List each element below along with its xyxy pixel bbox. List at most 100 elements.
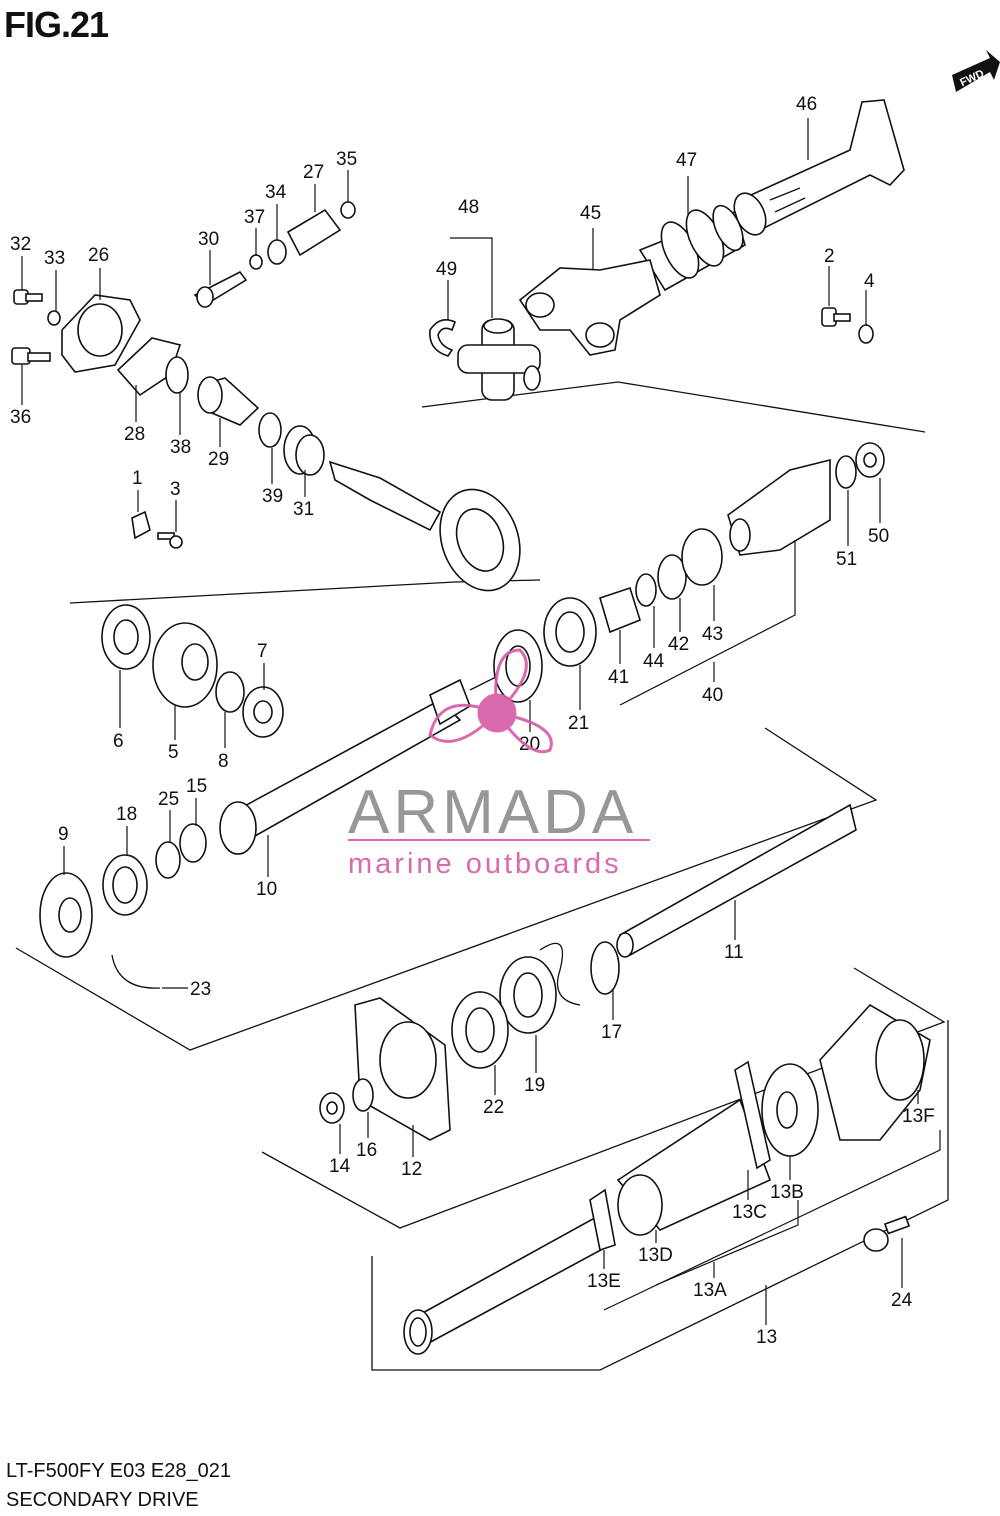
callout-34: 34 [265, 182, 287, 203]
watermark-brand: ARMADA [348, 778, 637, 847]
callout-43: 43 [702, 624, 723, 645]
callout-44: 44 [643, 651, 665, 672]
part-25-washer [155, 841, 181, 879]
callout-33: 33 [44, 248, 65, 269]
part-26-housing [61, 294, 141, 373]
section-name: SECONDARY DRIVE [6, 1489, 199, 1511]
part-13d-boot [616, 1098, 772, 1236]
callout-28: 28 [124, 424, 145, 445]
callout-12: 12 [401, 1159, 422, 1180]
part-47-boot [638, 204, 746, 292]
part-7-nut [242, 686, 284, 738]
part-27-bushing [286, 208, 342, 257]
part-12-cover [354, 997, 451, 1141]
callout-6: 6 [113, 731, 124, 752]
part-38-oil-seal [165, 356, 189, 394]
callout-1: 1 [132, 468, 143, 489]
watermark-tagline: marine outboards [348, 848, 622, 880]
part-18-bearing [102, 854, 148, 916]
callout-26: 26 [88, 245, 109, 266]
propeller-logo-icon [428, 648, 553, 754]
part-51-washer [835, 455, 857, 489]
callout-30: 30 [198, 229, 219, 250]
part-22-bearing [451, 991, 509, 1069]
callout-32: 32 [10, 234, 31, 255]
part-11-output-shaft [616, 803, 857, 958]
callout-15: 15 [186, 776, 207, 797]
callout-41: 41 [608, 667, 629, 688]
part-15-bearing [179, 823, 207, 863]
callout-10: 10 [256, 879, 277, 900]
callout-47: 47 [676, 150, 697, 171]
part-45-yoke [518, 259, 661, 356]
assembly-outline-lower [261, 967, 949, 1371]
part-30-driven-gear [193, 270, 248, 308]
callout-17: 17 [601, 1022, 622, 1043]
part-13f-flange [819, 1003, 931, 1141]
part-23-snap-ring [111, 954, 161, 989]
part-35-cap [340, 201, 356, 219]
part-50-nut [855, 442, 885, 478]
part-5-bevel-gear [152, 622, 218, 708]
part-13b-joint [761, 1063, 819, 1157]
callout-5: 5 [168, 742, 179, 763]
part-43-seal [681, 528, 723, 586]
callout-11: 11 [724, 942, 744, 963]
callout-24: 24 [891, 1290, 913, 1311]
callout-25: 25 [158, 789, 179, 810]
part-coupling-yoke [727, 458, 831, 556]
assembly-outline-middle [15, 727, 878, 1051]
part-39-washer [258, 412, 282, 448]
part-36-bolt [11, 347, 51, 365]
part-34-oring [267, 239, 287, 265]
model-code: LT-F500FY E03 E28_021 [6, 1460, 231, 1482]
pinion-shaft [328, 460, 521, 592]
callout-22: 22 [483, 1097, 504, 1118]
callout-4: 4 [864, 271, 875, 292]
callout-2: 2 [824, 246, 835, 267]
part-41-spacer [599, 586, 641, 634]
fwd-arrow-icon: FWD [952, 50, 1000, 92]
callout-13a: 13A [693, 1280, 727, 1301]
callout-31: 31 [293, 499, 314, 520]
part-13c-band [734, 1060, 771, 1170]
part-46-propeller-shaft [733, 99, 905, 236]
part-42-washer [657, 554, 687, 600]
part-49-circlip [429, 319, 457, 357]
callout-23: 23 [190, 979, 211, 1000]
callout-18: 18 [116, 804, 137, 825]
callout-51: 51 [836, 549, 857, 570]
part-29-gear [197, 376, 260, 426]
callout-labels: 46 47 45 48 49 2 4 32 33 26 36 28 38 29 … [10, 94, 941, 1348]
part-31-bearing [283, 425, 325, 476]
part-13e-band [589, 1188, 616, 1252]
part-4-washer [858, 324, 874, 344]
callout-38: 38 [170, 437, 191, 458]
part-1-clip [131, 510, 151, 540]
part-44-oring [635, 573, 657, 607]
part-32-bolt [13, 289, 43, 305]
callout-29: 29 [208, 449, 229, 470]
part-3-screw [157, 532, 183, 549]
callout-40: 40 [702, 685, 723, 706]
callout-13f: 13F [902, 1106, 935, 1127]
part-9-ring-gear [39, 872, 93, 958]
callout-13e: 13E [587, 1271, 621, 1292]
callout-49: 49 [436, 259, 457, 280]
callout-27: 27 [303, 162, 324, 183]
callout-50: 50 [868, 526, 889, 547]
callout-21: 21 [568, 713, 589, 734]
callout-19: 19 [524, 1075, 545, 1096]
figure-title: FIG.21 [4, 4, 109, 45]
part-6-shim [101, 604, 151, 670]
callout-13d: 13D [638, 1245, 673, 1266]
callout-14: 14 [329, 1156, 351, 1177]
callout-3: 3 [170, 479, 181, 500]
callout-46: 46 [796, 94, 817, 115]
part-8-washer [215, 671, 245, 713]
callout-39: 39 [262, 486, 283, 507]
callout-45: 45 [580, 203, 601, 224]
callout-13c: 13C [732, 1202, 767, 1223]
part-37-washer [249, 254, 263, 270]
